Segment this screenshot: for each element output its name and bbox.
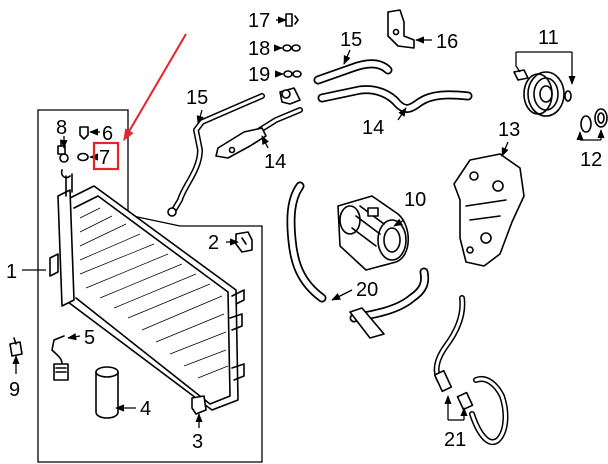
- pressure-switch-5-icon: [51, 335, 69, 381]
- callout-9: 9: [9, 379, 20, 401]
- ac-line-15-left-icon: [167, 93, 265, 217]
- mounting-bracket-icon: [453, 153, 525, 267]
- highlight-box: [92, 141, 120, 171]
- clip-3-icon: [191, 395, 207, 415]
- callout-12: 12: [580, 149, 602, 171]
- callout-18: 18: [248, 38, 270, 60]
- callout-4: 4: [140, 398, 151, 420]
- callout-5: 5: [84, 327, 95, 349]
- callout-13: 13: [498, 119, 520, 141]
- callout-16: 16: [436, 31, 458, 53]
- condenser-icon: [49, 153, 245, 411]
- callout-15b: 15: [340, 29, 362, 51]
- callout-20: 20: [356, 279, 378, 301]
- callout-17: 17: [248, 10, 270, 32]
- callout-10: 10: [404, 189, 426, 211]
- callout-15a: 15: [186, 87, 208, 109]
- fitting-9-icon: [9, 337, 23, 357]
- callout-2: 2: [208, 232, 219, 254]
- ac-line-21-icon: [433, 295, 509, 445]
- compressor-clutch-icon: [513, 69, 572, 117]
- callout-11: 11: [538, 27, 559, 49]
- valve-6-icon: [79, 126, 89, 140]
- callout-8: 8: [56, 117, 67, 139]
- bolt-17-icon: [285, 13, 299, 27]
- receiver-drier-icon: [95, 366, 119, 419]
- o-ring-7-icon: [77, 152, 89, 162]
- ac-compressor-icon: [337, 195, 409, 271]
- red-pointer-arrow-icon: [123, 33, 187, 142]
- callout-3: 3: [192, 431, 203, 453]
- callout-14a: 14: [264, 151, 286, 173]
- bracket-16-icon: [387, 9, 415, 49]
- ac-hose-15-right-icon: [313, 59, 393, 85]
- bearing-12-icon: [580, 108, 608, 133]
- callout-14b: 14: [362, 117, 384, 139]
- o-ring-19-icon: [283, 70, 302, 78]
- callout-7: 7: [99, 147, 110, 169]
- ac-hose-14-right-icon: [317, 85, 473, 113]
- bracket-2-icon: [235, 231, 253, 253]
- ac-line-14-left-icon: [215, 87, 303, 159]
- callout-21: 21: [444, 429, 466, 451]
- callout-1: 1: [6, 261, 17, 283]
- callout-19: 19: [248, 64, 270, 86]
- condenser-group-frame: [37, 109, 263, 463]
- callout-6: 6: [102, 123, 113, 145]
- o-ring-18-icon: [282, 44, 301, 52]
- ac-hose-20-icon: [286, 181, 430, 339]
